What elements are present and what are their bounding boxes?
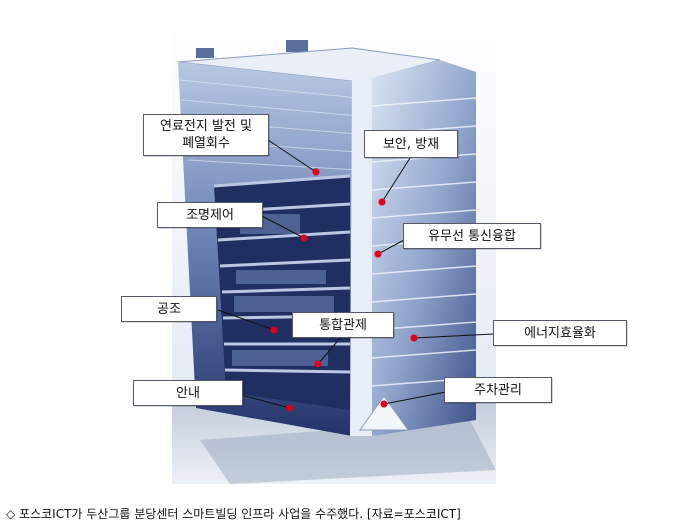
entrance-canopy xyxy=(359,395,409,431)
dot-fuel-cell xyxy=(312,168,320,176)
dot-parking xyxy=(380,400,388,408)
dot-comm xyxy=(374,250,382,258)
dot-lighting xyxy=(300,234,308,242)
dot-energy xyxy=(410,334,418,342)
leader-security xyxy=(381,157,411,203)
leader-lighting xyxy=(261,215,305,239)
leader-energy xyxy=(413,333,495,339)
label-fuel-cell: 연료전지 발전 및 폐열회수 xyxy=(143,114,269,156)
roof-unit xyxy=(196,48,214,58)
dot-guide xyxy=(286,404,294,412)
label-lighting: 조명제어 xyxy=(157,202,263,228)
label-fuel-cell-line2: 폐열회수 xyxy=(182,136,230,151)
dot-security xyxy=(378,198,386,206)
leader-lines xyxy=(217,139,495,409)
leader-parking xyxy=(383,391,447,405)
caption: ◇ 포스코ICT가 두산그룹 분당센터 스마트빌딩 인프라 사업을 수주했다. … xyxy=(6,507,461,521)
label-hvac: 공조 xyxy=(121,296,217,322)
label-integrated: 통합관제 xyxy=(292,312,394,338)
label-comm: 유무선 통신융합 xyxy=(403,223,541,249)
leader-fuel-cell xyxy=(267,139,317,173)
leader-hvac xyxy=(217,309,275,331)
dot-hvac xyxy=(270,326,278,334)
roof-unit xyxy=(286,40,308,52)
label-security: 보안, 방재 xyxy=(364,130,458,158)
corner-column xyxy=(350,76,372,436)
leader-integrated xyxy=(317,335,343,365)
marker-dots xyxy=(270,168,418,412)
label-energy: 에너지효율화 xyxy=(493,320,627,346)
label-fuel-cell-line1: 연료전지 발전 및 xyxy=(160,119,252,134)
ground-shadow xyxy=(200,420,496,484)
label-guide: 안내 xyxy=(133,380,243,406)
label-parking: 주차관리 xyxy=(444,377,552,403)
leader-comm xyxy=(377,239,405,255)
dot-integrated xyxy=(314,360,322,368)
interior-rooms xyxy=(232,214,334,366)
